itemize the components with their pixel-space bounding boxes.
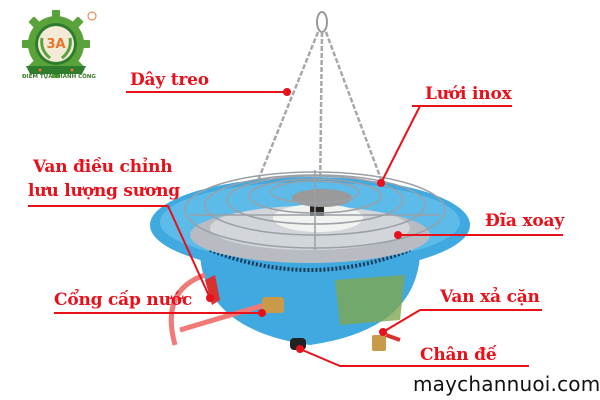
label-mist-flow-valve-line1: Van điều chỉnh (33, 157, 173, 177)
brand-logo: 3A (18, 8, 98, 84)
label-base-foot: Chân đế (420, 345, 497, 365)
label-water-inlet: Cổng cấp nước (54, 290, 193, 310)
label-drain-valve: Van xả cặn (440, 287, 540, 307)
leader-lines (28, 91, 563, 367)
website-url: maychannuoi.com (413, 372, 600, 396)
water-hose (168, 272, 206, 346)
stainless-mesh-part (184, 170, 446, 250)
carabiner-hook-icon (316, 11, 328, 33)
logo-tagline: ĐIỂM TỰA THÀNH CÔNG (22, 74, 96, 80)
label-mist-flow-valve-line2: lưu lượng sương (28, 181, 180, 201)
gear-emblem-icon: 3A (22, 10, 97, 78)
label-hanging-chain: Dây treo (130, 70, 209, 90)
label-stainless-mesh: Lưới inox (425, 84, 512, 104)
svg-text:3A: 3A (46, 37, 65, 52)
drain-valve-part (372, 335, 386, 351)
brass-inlet-fitting (262, 297, 284, 313)
mist-valve-handle (205, 275, 220, 305)
label-rotating-disc: Đĩa xoay (485, 211, 565, 231)
leader-dots (206, 88, 402, 353)
